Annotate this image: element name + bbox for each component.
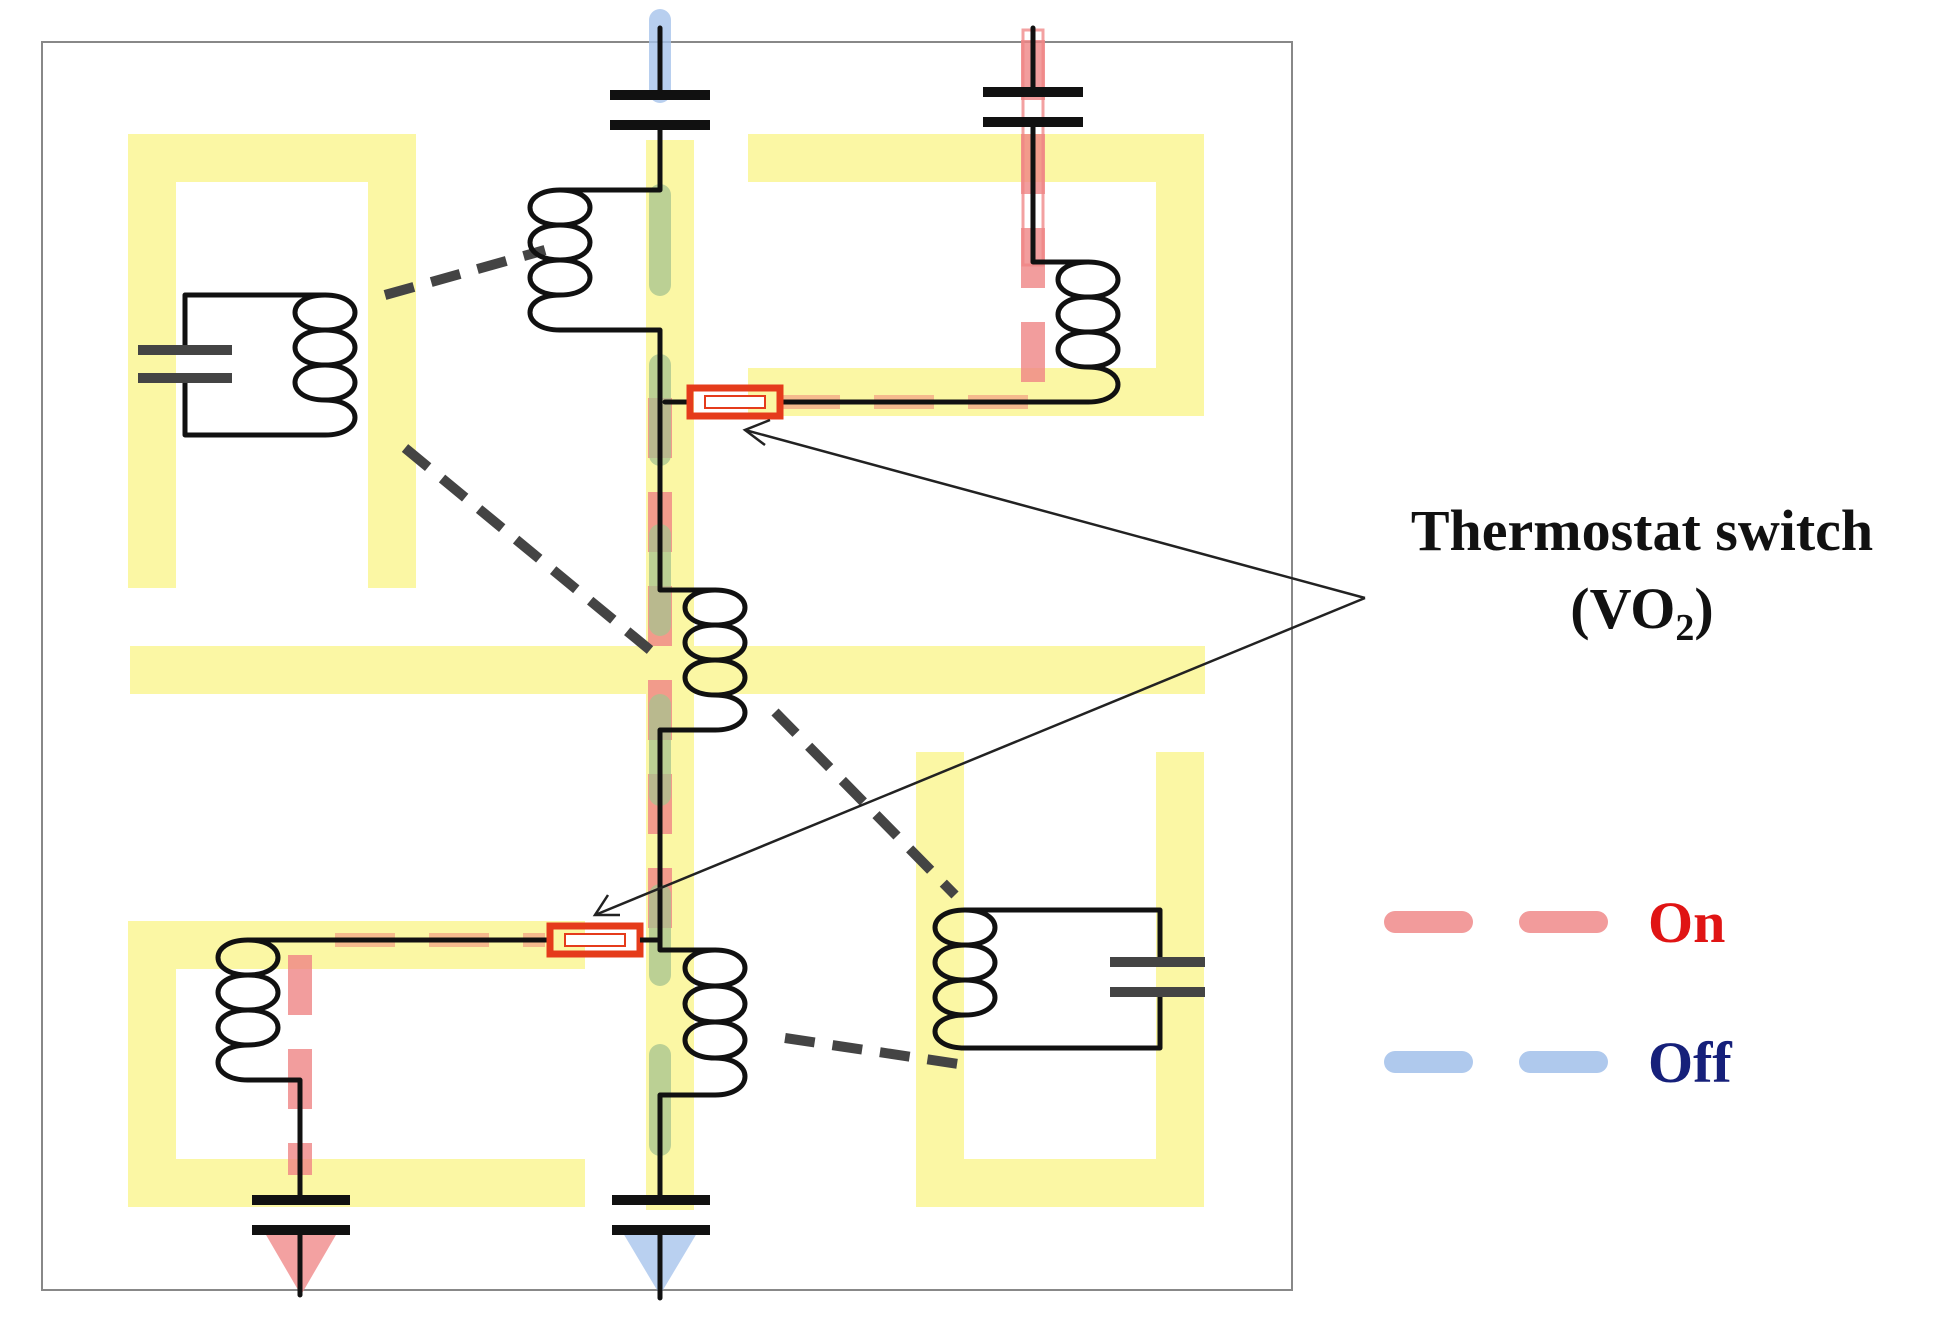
coupling-line-1 <box>383 245 547 300</box>
capacitor-bottom-center <box>612 1195 710 1235</box>
inductor-bottom-left <box>215 937 281 1083</box>
annotation-label-prefix: (VO <box>1570 576 1675 641</box>
arrow-to-top-switch <box>744 428 1366 600</box>
tank-bottom-right-wire <box>962 907 1163 1051</box>
coupling-line-3 <box>771 708 959 899</box>
inductor-top-right <box>1055 259 1121 405</box>
coupling-line-4 <box>784 1033 966 1070</box>
thermostat-switch-top <box>686 384 784 420</box>
legend-item-off: Off <box>1384 1030 1732 1095</box>
inductor-center-bottom <box>682 947 748 1098</box>
capacitor-top-right <box>983 87 1083 127</box>
center-conductor <box>557 25 718 1301</box>
legend: On Off <box>1384 890 1732 1095</box>
thermostat-switches <box>546 384 784 958</box>
tank-top-left-wire <box>182 292 328 438</box>
legend-label-off: Off <box>1648 1030 1732 1095</box>
capacitor-top-center <box>610 90 710 130</box>
bottom-left-wire <box>245 937 553 1298</box>
arrowhead-bottom-switch-icon <box>592 894 620 917</box>
arrowhead-top-switch-icon <box>742 418 771 446</box>
inductor-bottom-right <box>932 907 998 1051</box>
inductor-center-middle <box>682 587 748 733</box>
coupling-lines <box>383 245 966 1070</box>
inductor-center-top <box>527 187 593 333</box>
capacitor-tank-top-left <box>138 345 232 383</box>
capacitor-bottom-left <box>252 1195 350 1235</box>
annotation-label-subscript: 2 <box>1675 607 1694 649</box>
coupling-line-2 <box>401 444 654 654</box>
inductors <box>215 187 1121 1098</box>
resonator-top-right <box>748 134 1204 416</box>
arrow-to-bottom-switch <box>594 596 1366 917</box>
legend-item-on: On <box>1384 890 1725 955</box>
resonator-bottom-right <box>916 752 1204 1207</box>
annotation-label-suffix: ) <box>1694 576 1713 641</box>
resonator-layer <box>128 134 1205 1210</box>
capacitors <box>138 87 1205 1235</box>
annotation-label-line1: Thermostat switch <box>1411 498 1873 563</box>
top-right-wire <box>777 25 1091 405</box>
legend-label-on: On <box>1648 890 1725 955</box>
capacitor-tank-bottom-right <box>1110 957 1205 997</box>
annotation-arrows <box>592 418 1366 917</box>
annotation-label-line2: (VO2) <box>1570 576 1713 649</box>
inductor-top-left <box>292 292 358 438</box>
circuit-wiring <box>182 25 1163 1301</box>
